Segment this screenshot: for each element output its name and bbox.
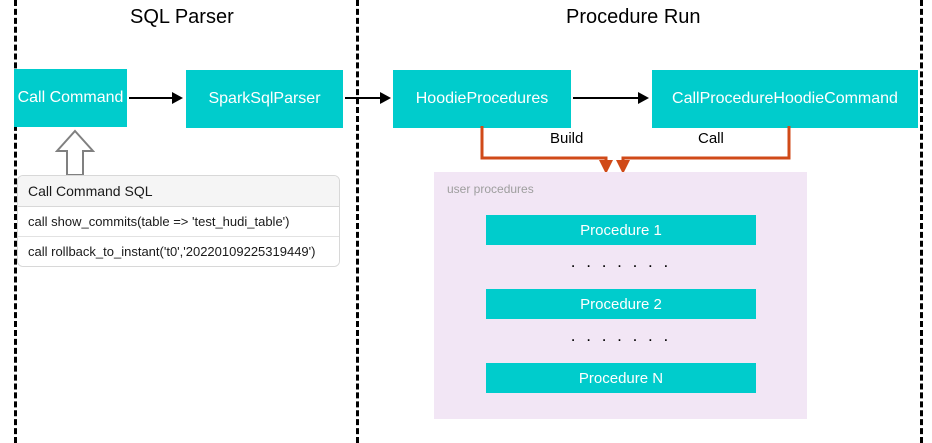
procedure-ellipsis: . . . . . . .	[570, 326, 672, 345]
flow-arrow-3-head-icon	[638, 92, 649, 104]
flow-arrow-3-line	[573, 97, 639, 99]
build-call-connectors	[480, 126, 791, 174]
flow-arrow-1-line	[129, 97, 173, 99]
flow-arrow-1-head-icon	[172, 92, 183, 104]
call-command-sql-table: Call Command SQL call show_commits(table…	[17, 175, 340, 267]
user-procedures-panel-label: user procedures	[447, 182, 534, 196]
procedure-item: Procedure 1	[486, 215, 756, 245]
sql-table-header: Call Command SQL	[18, 176, 339, 207]
section-divider-right	[920, 0, 923, 443]
node-call-command: Call Command	[14, 69, 127, 127]
flow-arrow-2-head-icon	[380, 92, 391, 104]
section-divider-middle	[356, 0, 359, 443]
connector-label-call: Call	[694, 130, 728, 147]
connector-label-build: Build	[546, 130, 588, 147]
section-divider-left	[14, 0, 17, 443]
section-title-procedure-run: Procedure Run	[566, 6, 701, 28]
section-title-sql-parser: SQL Parser	[130, 6, 234, 28]
hollow-up-arrow-icon	[55, 129, 95, 175]
procedure-ellipsis: . . . . . . .	[570, 252, 672, 271]
user-procedures-panel: user procedures Procedure 1 . . . . . . …	[434, 172, 807, 419]
procedure-item: Procedure 2	[486, 289, 756, 319]
procedure-item: Procedure N	[486, 363, 756, 393]
node-spark-sql-parser: SparkSqlParser	[186, 70, 343, 128]
node-call-procedure-hoodie-command: CallProcedureHoodieCommand	[652, 70, 918, 128]
node-hoodie-procedures: HoodieProcedures	[393, 70, 571, 128]
sql-table-row: call rollback_to_instant('t0','202201092…	[18, 236, 339, 266]
flow-arrow-2-line	[345, 97, 381, 99]
sql-table-row: call show_commits(table => 'test_hudi_ta…	[18, 207, 339, 236]
